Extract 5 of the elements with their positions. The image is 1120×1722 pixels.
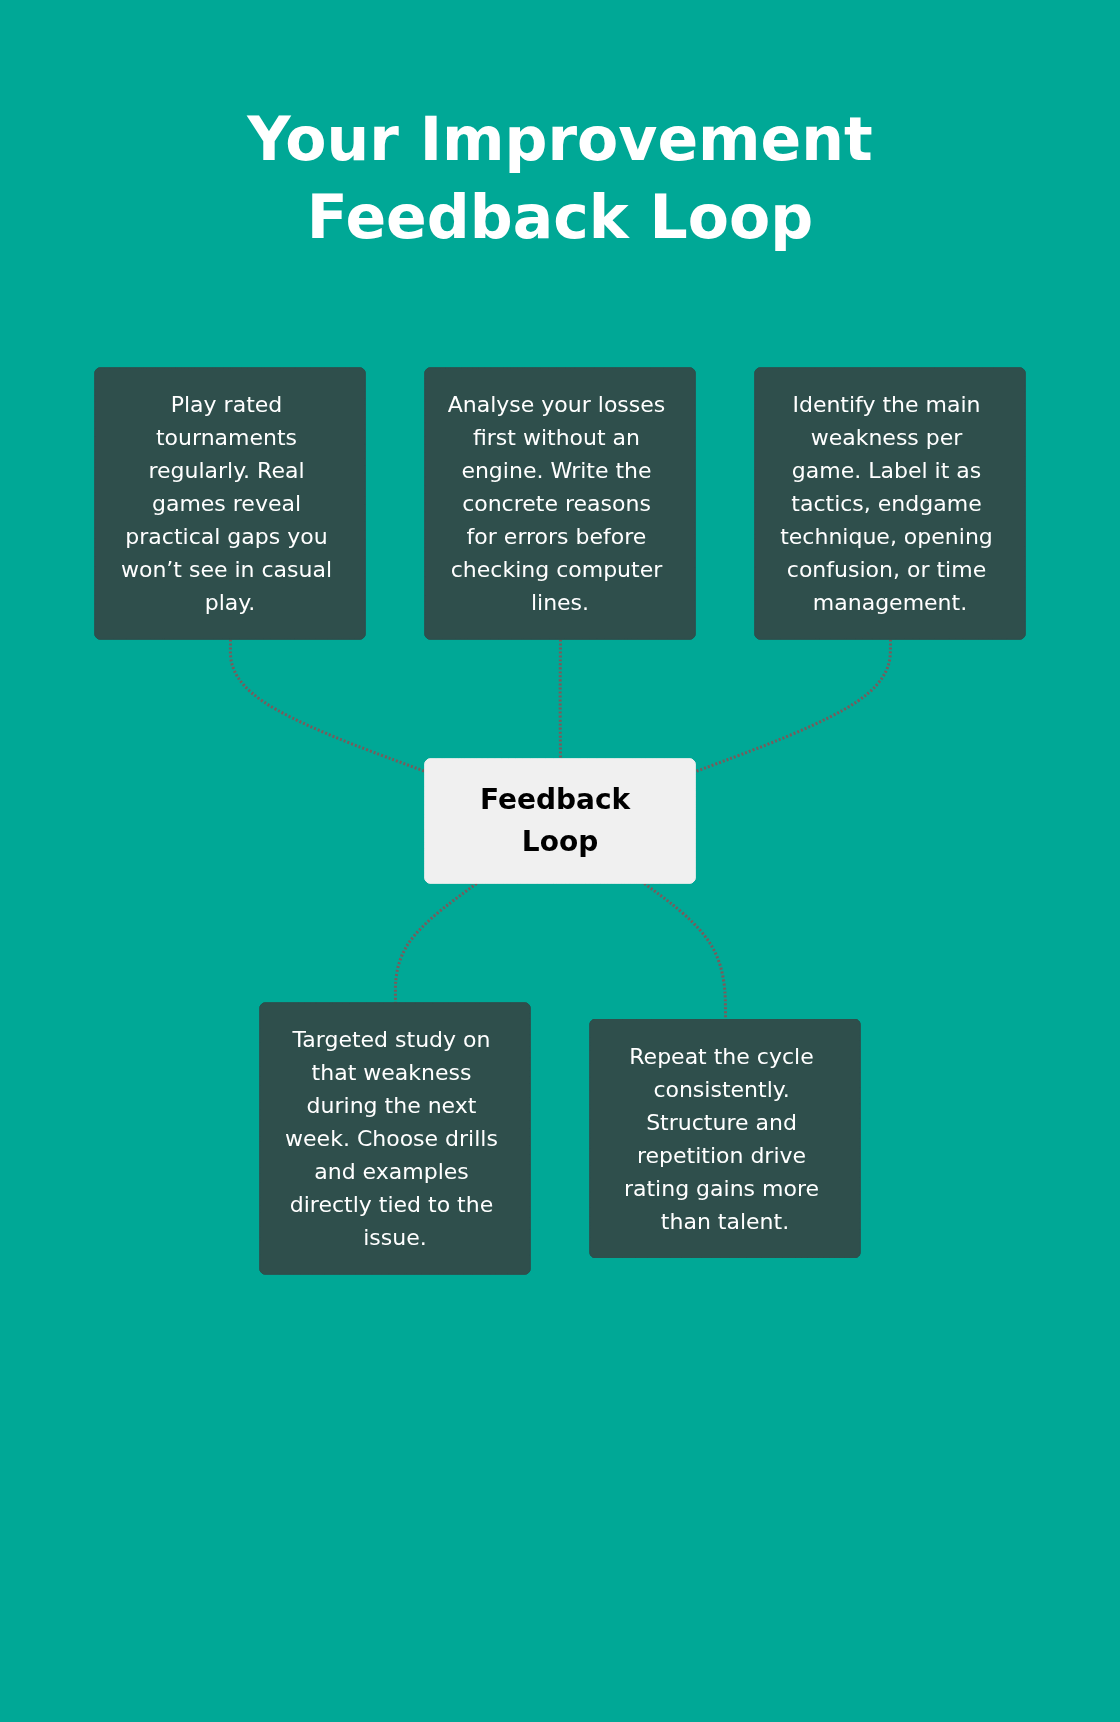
connector <box>558 639 562 760</box>
connector <box>694 639 892 773</box>
title: Your Improvement Feedback Loop <box>246 103 874 254</box>
connector <box>228 639 427 773</box>
connector <box>643 882 727 1020</box>
